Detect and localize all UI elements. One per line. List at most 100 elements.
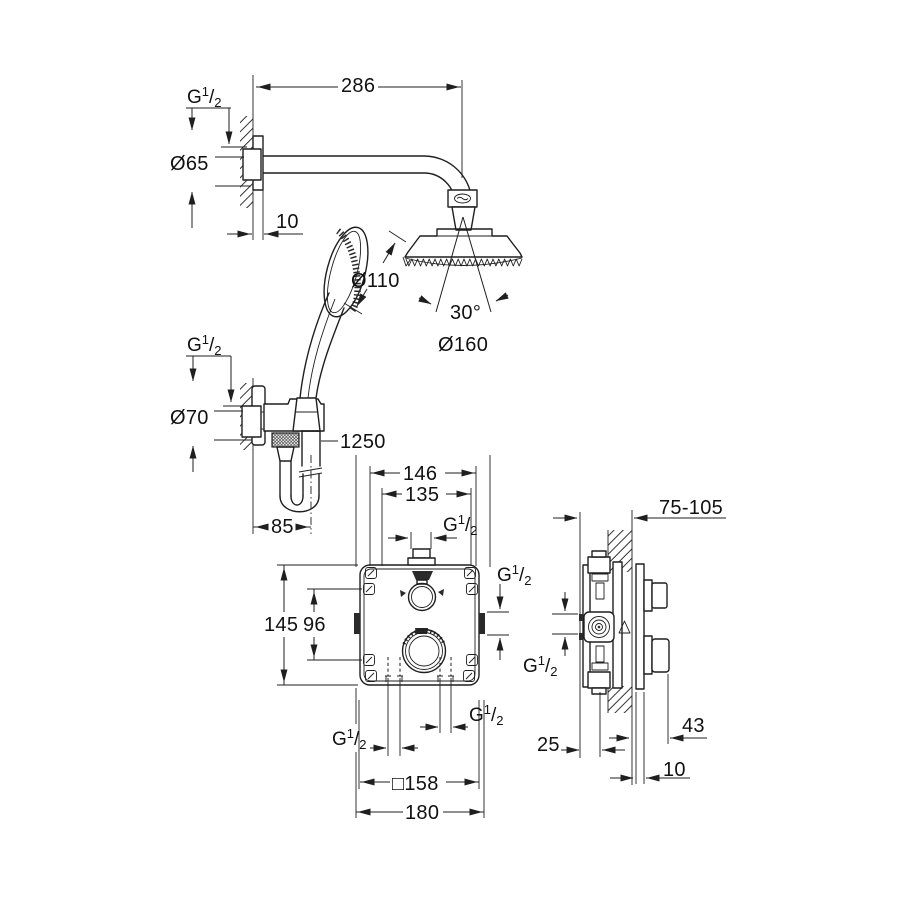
brand-logo-oval xyxy=(454,193,471,204)
angle-arrow-right xyxy=(495,292,509,302)
dim-diameter-70 xyxy=(189,410,252,472)
thread-size-label-section: G1/2 xyxy=(523,653,558,679)
hand-shower-handle-right xyxy=(315,307,345,399)
dim-label-145: 145 xyxy=(264,614,298,636)
dim-286 xyxy=(256,80,463,178)
top-port-stub xyxy=(412,548,431,559)
dim-label-135: 135 xyxy=(405,484,439,506)
body-top-block xyxy=(587,556,611,574)
dim-g-half-arm xyxy=(186,107,247,148)
left-port-stub xyxy=(354,613,360,634)
thermostat-knob xyxy=(401,628,447,674)
dim-label-10-section: 10 xyxy=(663,759,686,781)
shower-holder xyxy=(240,378,325,534)
dim-label-43: 43 xyxy=(682,715,705,737)
dim-10-section xyxy=(610,692,690,784)
spray-cone-right xyxy=(462,216,492,313)
angle-arrow-left xyxy=(418,295,432,305)
diverter-knob-section xyxy=(651,582,668,609)
top-port-base xyxy=(407,557,436,566)
dim-label-d160: Ø160 xyxy=(438,334,488,356)
mounting-screws xyxy=(363,567,478,682)
dim-145 xyxy=(277,564,358,686)
dim-25 xyxy=(561,692,625,757)
thermostat-serration xyxy=(402,628,446,645)
hand-shower-head-outline xyxy=(323,226,369,318)
hose-taper xyxy=(276,446,295,462)
diverter-lever xyxy=(412,571,433,580)
thread-size-label-right-port: G1/2 xyxy=(497,562,532,588)
dim-label-1250: 1250 xyxy=(340,431,386,453)
dim-label-d110: Ø110 xyxy=(351,270,400,292)
spray-cone-left xyxy=(435,216,464,313)
thread-size-label-holder: G1/2 xyxy=(187,332,222,358)
dim-label-10-arm: 10 xyxy=(276,211,299,233)
dim-g-half-top-port xyxy=(388,532,457,549)
dim-label-75-105: 75-105 xyxy=(659,497,723,519)
rough-in-box-inner xyxy=(363,568,476,682)
logo-triangle-mark xyxy=(618,620,631,634)
mixer-section-view xyxy=(579,510,670,785)
dim-label-25: 25 xyxy=(537,734,560,756)
hose-break-line xyxy=(298,467,323,473)
dim-label-d65: Ø65 xyxy=(170,153,209,175)
dim-label-146: 146 xyxy=(403,463,437,485)
dim-label-158: □158 xyxy=(392,773,439,795)
thread-size-label-arm: G1/2 xyxy=(187,84,222,110)
hose-loop-inner xyxy=(290,495,304,506)
dim-diameter-65 xyxy=(188,156,251,228)
dim-label-d70: Ø70 xyxy=(170,407,209,429)
shower-arm-outer xyxy=(262,155,473,205)
thread-size-label-outlet-right: G1/2 xyxy=(469,702,504,728)
dim-135 xyxy=(381,488,472,566)
diverter-arrow-left xyxy=(400,590,406,597)
diverter-arrow-right xyxy=(438,589,444,596)
hand-shower-face-rim xyxy=(326,230,362,314)
hand-shower xyxy=(299,226,407,399)
spray-face-texture xyxy=(405,258,523,267)
dim-diameter-110 xyxy=(343,230,407,315)
arm-wall-fitting xyxy=(242,148,262,181)
dim-g-half-holder xyxy=(186,355,249,407)
dim-146 xyxy=(369,466,477,566)
body-bottom-block xyxy=(587,671,611,689)
dim-180 xyxy=(355,455,491,818)
hose-loop-outer xyxy=(279,495,320,513)
shower-arm-inner xyxy=(262,172,456,205)
thread-size-label-top-port: G1/2 xyxy=(443,512,478,538)
dim-label-180: 180 xyxy=(405,802,439,824)
dim-g-half-bottom-left xyxy=(370,678,418,756)
mixer-front-view xyxy=(354,548,485,686)
diverter-knob xyxy=(407,582,437,612)
hand-shower-handle-left xyxy=(299,292,330,399)
shower-arm-assembly xyxy=(240,75,478,240)
dim-85 xyxy=(253,455,312,534)
dim-43 xyxy=(609,674,707,744)
dim-158 xyxy=(358,700,480,789)
dim-g-half-bottom-right xyxy=(420,678,468,733)
thermostat-knob-section xyxy=(651,638,670,673)
shower-head xyxy=(402,216,523,313)
hose xyxy=(276,430,338,513)
hose-knurled-nut xyxy=(271,432,300,448)
dim-g-half-section xyxy=(552,592,578,656)
bottom-outlets xyxy=(385,657,454,682)
dim-label-96: 96 xyxy=(303,614,326,636)
hose-break-line-2 xyxy=(298,472,323,478)
handle-butt-cone xyxy=(292,397,321,432)
dim-10-arm xyxy=(227,190,303,240)
trim-plate-section xyxy=(635,563,645,690)
dim-label-30deg: 30° xyxy=(450,302,481,324)
thermostat-neck-section xyxy=(643,635,653,675)
holder-wall-fitting xyxy=(241,405,262,438)
diverter-neck-section xyxy=(643,579,653,612)
dim-96 xyxy=(307,588,362,661)
thread-size-label-outlet-left: G1/2 xyxy=(332,726,367,752)
dim-label-286: 286 xyxy=(341,75,375,97)
head-body xyxy=(404,228,523,258)
right-port-stub xyxy=(479,613,485,634)
head-drip-edge xyxy=(402,256,411,267)
dim-label-85: 85 xyxy=(271,516,294,538)
